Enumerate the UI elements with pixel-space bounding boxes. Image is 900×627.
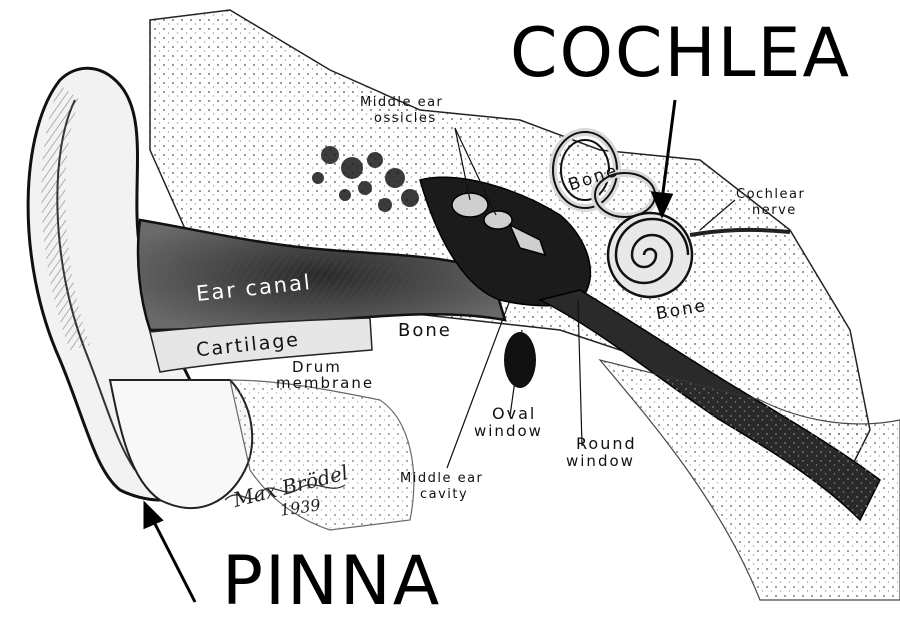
oval-window-label-line1: Oval — [492, 406, 536, 422]
bone-middle-label: Bone — [398, 322, 452, 340]
pinna-arrow — [145, 504, 195, 602]
middle-ear-cavity-label-line2: cavity — [420, 488, 468, 501]
drum-membrane-label-line2: membrane — [276, 376, 374, 391]
parotid-tissue — [230, 380, 414, 530]
drum-membrane-label-line1: Drum — [292, 360, 342, 375]
oval-window-label-line2: window — [474, 424, 543, 439]
cochlear-nerve-label-line1: Cochlear — [736, 188, 805, 201]
cochlear-nerve-label-line2: nerve — [752, 204, 797, 217]
pinna-label: PINNA — [222, 548, 441, 616]
middle-ear-cavity-label-line1: Middle ear — [400, 472, 483, 485]
cochlea-label: COCHLEA — [510, 20, 851, 88]
round-window-label-line2: window — [566, 454, 635, 469]
middle-ear-ossicles-label-line2: ossicles — [374, 112, 437, 125]
round-window-label-line1: Round — [576, 436, 637, 452]
middle-ear-ossicles-label-line1: Middle ear — [360, 96, 443, 109]
cochlea-spiral — [608, 213, 692, 297]
